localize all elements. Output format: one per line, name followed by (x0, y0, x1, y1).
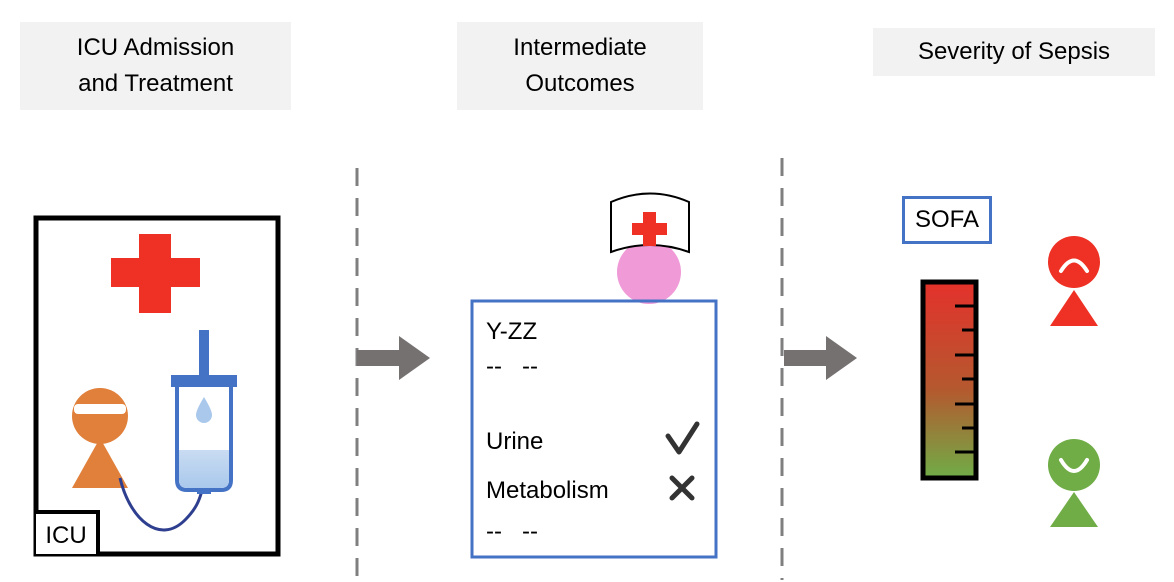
sofa-label: SOFA (902, 196, 992, 244)
arrow-right-icon (357, 336, 430, 380)
outcomes-card-frame (470, 299, 718, 559)
iv-bag-icon (171, 330, 237, 494)
header-severity-of-sepsis: Severity of Sepsis (873, 28, 1155, 76)
outcomes-placeholder-top: -- -- (486, 353, 538, 380)
icu-label: ICU (36, 510, 100, 554)
outcomes-placeholder-bottom: -- -- (486, 518, 538, 545)
sofa-scale (920, 279, 979, 481)
nurse-icon (610, 192, 690, 304)
check-icon (665, 421, 700, 455)
patient-icon (72, 388, 128, 488)
icu-panel-frame (33, 215, 281, 557)
red-cross-icon (111, 234, 200, 313)
header-icu-line2: and Treatment (78, 70, 233, 97)
header-icu-admission: ICU Admission and Treatment (20, 22, 291, 110)
arrow-right-icon (784, 336, 857, 380)
header-icu-line1: ICU Admission (76, 34, 235, 61)
outcome-item-metabolism: Metabolism (486, 477, 609, 504)
cross-icon (669, 475, 695, 501)
sad-patient-icon (1048, 236, 1100, 326)
sofa-scale-ticks (955, 304, 976, 454)
outcomes-card-title: Y-ZZ (486, 318, 538, 345)
outcome-item-urine: Urine (486, 428, 544, 455)
header-intermediate-outcomes: Intermediate Outcomes (457, 22, 703, 110)
iv-tube (118, 477, 205, 532)
header-severity-text: Severity of Sepsis (917, 38, 1111, 65)
header-intermediate-line1: Intermediate (513, 34, 647, 61)
happy-patient-icon (1048, 439, 1100, 527)
header-intermediate-line2: Outcomes (525, 70, 635, 97)
